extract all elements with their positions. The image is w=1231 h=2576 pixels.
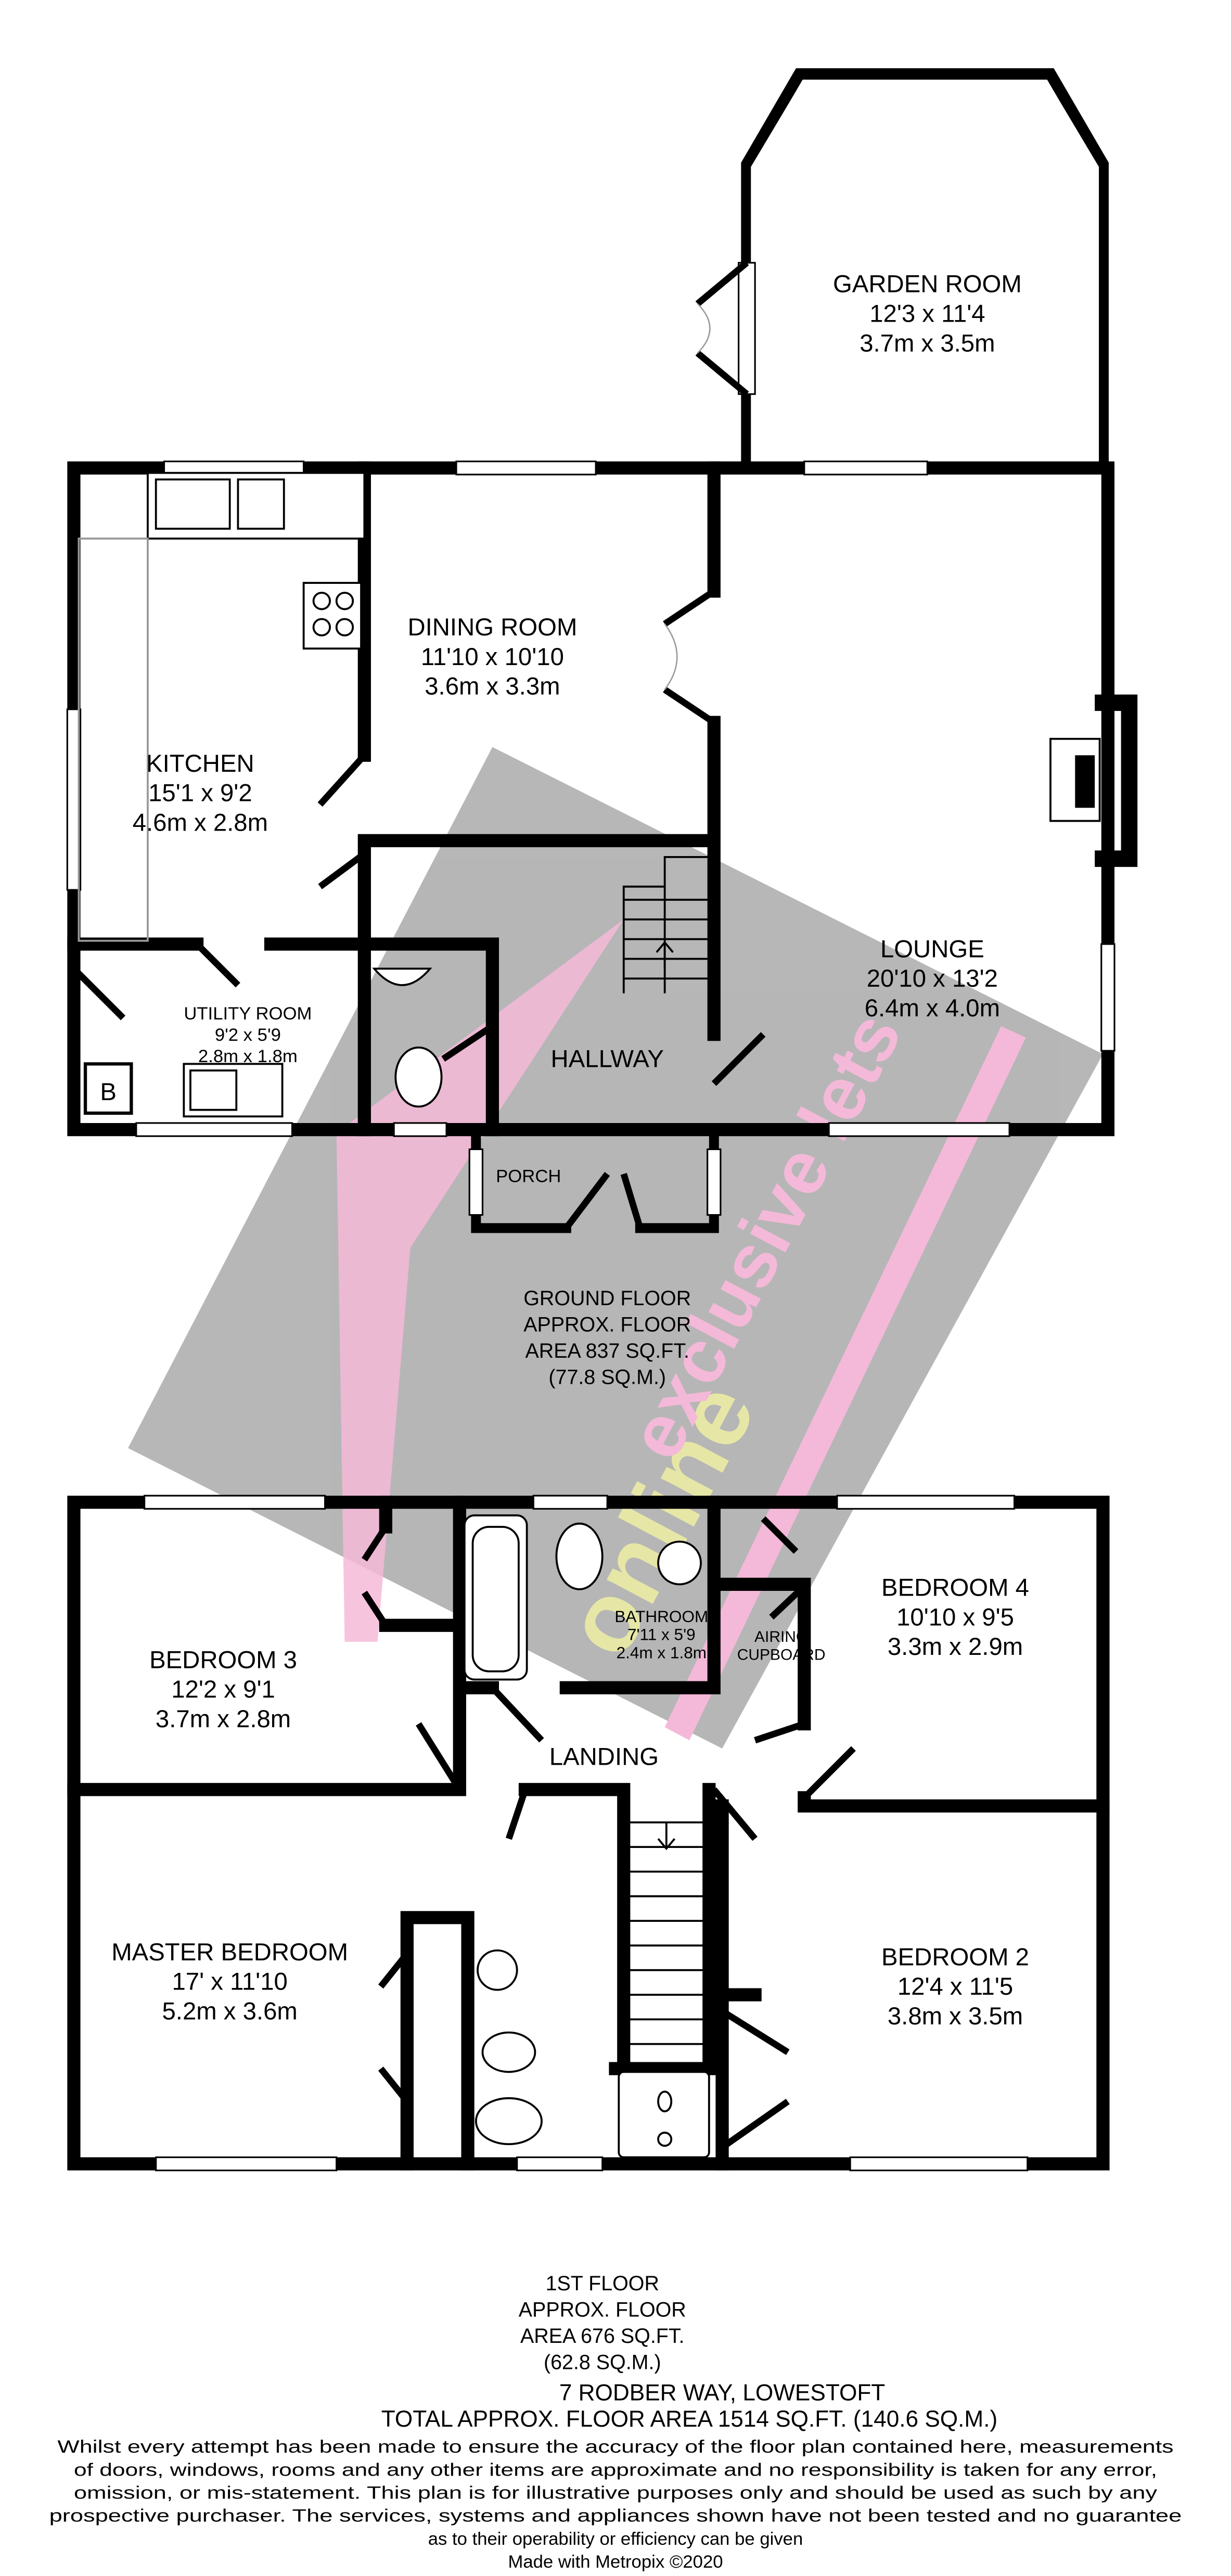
ground-floor-area-label: GROUND FLOOR APPROX. FLOOR AREA 837 SQ.F…: [523, 1287, 691, 1388]
svg-text:(62.8 SQ.M.): (62.8 SQ.M.): [544, 2351, 661, 2374]
svg-text:9'2 x 5'9: 9'2 x 5'9: [215, 1025, 281, 1045]
room-bedroom-2: BEDROOM 2 12'4 x 11'5 3.8m x 3.5m: [881, 1943, 1029, 2030]
first-floor-area-label: 1ST FLOOR APPROX. FLOOR AREA 676 SQ.FT. …: [519, 2272, 686, 2374]
svg-text:BEDROOM 4: BEDROOM 4: [881, 1574, 1029, 1602]
svg-text:11'10 x 10'10: 11'10 x 10'10: [421, 643, 564, 671]
svg-text:10'10 x 9'5: 10'10 x 9'5: [896, 1603, 1014, 1631]
svg-text:APPROX. FLOOR: APPROX. FLOOR: [523, 1313, 691, 1336]
room-lounge: LOUNGE 20'10 x 13'2 6.4m x 4.0m: [865, 935, 1000, 1022]
svg-text:15'1 x 9'2: 15'1 x 9'2: [148, 780, 252, 807]
svg-text:17' x 11'10: 17' x 11'10: [172, 1968, 287, 1996]
svg-text:2.8m x 1.8m: 2.8m x 1.8m: [198, 1047, 298, 1066]
boiler-label: B: [100, 1078, 117, 1106]
svg-text:AIRING: AIRING: [754, 1628, 808, 1646]
svg-text:GROUND FLOOR: GROUND FLOOR: [523, 1287, 691, 1310]
room-master-bedroom: MASTER BEDROOM 17' x 11'10 5.2m x 3.6m: [111, 1939, 348, 2025]
total-area: TOTAL APPROX. FLOOR AREA 1514 SQ.FT. (14…: [381, 2406, 997, 2432]
svg-text:3.6m x 3.3m: 3.6m x 3.3m: [425, 673, 560, 700]
ground-floor-plan: B GARDEN ROOM 12'3 x 11'4 3.7m x 3.5m DI…: [66, 68, 1138, 1389]
svg-text:MASTER BEDROOM: MASTER BEDROOM: [111, 1939, 348, 1966]
disclaimer-line: omission, or mis-statement. This plan is…: [74, 2483, 1158, 2503]
room-dining-room: DINING ROOM 11'10 x 10'10 3.6m x 3.3m: [407, 614, 577, 700]
svg-text:6.4m x 4.0m: 6.4m x 4.0m: [865, 994, 1000, 1022]
svg-text:LOUNGE: LOUNGE: [880, 935, 984, 963]
hallway-label: HALLWAY: [551, 1045, 664, 1073]
svg-text:KITCHEN: KITCHEN: [146, 750, 254, 777]
svg-text:CUPBOARD: CUPBOARD: [737, 1647, 826, 1664]
disclaimer-line: prospective purchaser. The services, sys…: [49, 2506, 1182, 2526]
svg-text:APPROX. FLOOR: APPROX. FLOOR: [519, 2298, 686, 2321]
svg-text:AREA 837 SQ.FT.: AREA 837 SQ.FT.: [525, 1340, 689, 1362]
airing-cupboard: AIRING CUPBOARD: [737, 1628, 826, 1664]
svg-text:GARDEN ROOM: GARDEN ROOM: [833, 271, 1022, 298]
watermark-stripe: [664, 1026, 1026, 1741]
address: 7 RODBER WAY, LOWESTOFT: [559, 2380, 885, 2405]
room-kitchen: KITCHEN 15'1 x 9'2 4.6m x 2.8m: [133, 750, 268, 837]
svg-text:3.7m x 3.5m: 3.7m x 3.5m: [860, 329, 995, 357]
svg-text:3.3m x 2.9m: 3.3m x 2.9m: [888, 1633, 1023, 1661]
disclaimer-line: as to their operability or efficiency ca…: [428, 2529, 803, 2549]
svg-text:UTILITY ROOM: UTILITY ROOM: [184, 1004, 312, 1024]
svg-text:4.6m x 2.8m: 4.6m x 2.8m: [133, 809, 268, 836]
svg-text:BEDROOM 3: BEDROOM 3: [149, 1646, 297, 1674]
svg-text:5.2m x 3.6m: 5.2m x 3.6m: [162, 1997, 297, 2025]
stairs: [622, 856, 709, 993]
svg-text:BATHROOM: BATHROOM: [614, 1607, 708, 1626]
svg-text:12'3 x 11'4: 12'3 x 11'4: [869, 300, 985, 327]
landing-label: LANDING: [549, 1743, 659, 1770]
svg-text:1ST FLOOR: 1ST FLOOR: [546, 2272, 659, 2295]
svg-text:(77.8 SQ.M.): (77.8 SQ.M.): [548, 1366, 666, 1389]
svg-text:12'4 x 11'5: 12'4 x 11'5: [897, 1973, 1013, 2000]
svg-text:7'11 x 5'9: 7'11 x 5'9: [627, 1625, 696, 1644]
svg-text:3.8m x 3.5m: 3.8m x 3.5m: [888, 2003, 1023, 2030]
porch-label: PORCH: [496, 1167, 561, 1187]
svg-text:12'2 x 9'1: 12'2 x 9'1: [171, 1676, 275, 1703]
svg-text:2.4m x 1.8m: 2.4m x 1.8m: [617, 1643, 707, 1662]
stairs-first-floor: [623, 1821, 709, 2045]
room-bathroom: BATHROOM 7'11 x 5'9 2.4m x 1.8m: [614, 1607, 708, 1662]
svg-text:DINING ROOM: DINING ROOM: [407, 614, 577, 641]
disclaimer-line: of doors, windows, rooms and any other i…: [74, 2460, 1157, 2480]
first-floor-plan: BEDROOM 3 12'2 x 9'1 3.7m x 2.8m BEDROOM…: [67, 1495, 1110, 2374]
svg-text:BEDROOM 2: BEDROOM 2: [881, 1943, 1029, 1971]
footer: 7 RODBER WAY, LOWESTOFT TOTAL APPROX. FL…: [49, 2380, 1182, 2572]
room-garden-room: GARDEN ROOM 12'3 x 11'4 3.7m x 3.5m: [833, 271, 1022, 358]
room-bedroom-3: BEDROOM 3 12'2 x 9'1 3.7m x 2.8m: [149, 1646, 297, 1733]
svg-text:20'10 x 13'2: 20'10 x 13'2: [867, 965, 998, 992]
credit: Made with Metropix ©2020: [508, 2552, 723, 2572]
room-utility: UTILITY ROOM 9'2 x 5'9 2.8m x 1.8m: [184, 1004, 312, 1066]
disclaimer-line: Whilst every attempt has been made to en…: [57, 2437, 1173, 2457]
svg-text:3.7m x 2.8m: 3.7m x 2.8m: [156, 1705, 291, 1733]
svg-text:AREA 676 SQ.FT.: AREA 676 SQ.FT.: [520, 2325, 685, 2348]
room-bedroom-4: BEDROOM 4 10'10 x 9'5 3.3m x 2.9m: [881, 1574, 1029, 1661]
